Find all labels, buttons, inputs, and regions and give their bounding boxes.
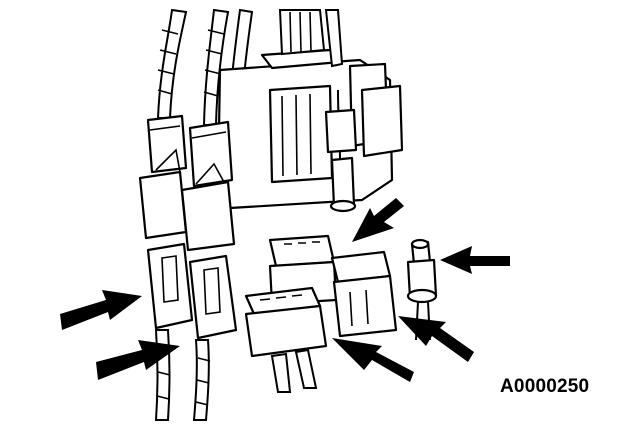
callout-arrow-4 — [440, 246, 510, 274]
pin-plug-lower — [406, 238, 438, 341]
callout-arrow-2 — [96, 340, 180, 380]
callout-arrow-6 — [398, 316, 474, 362]
figure-reference-code: A0000250 — [500, 376, 590, 397]
left-upper-connectors — [138, 114, 236, 252]
sensor-plug-upper — [324, 89, 358, 213]
callout-arrows — [60, 198, 510, 382]
callout-arrow-3 — [352, 198, 404, 242]
center-lower-connectors — [244, 234, 398, 393]
callout-arrow-1 — [60, 290, 142, 330]
callout-arrow-5 — [332, 338, 414, 382]
left-lower-connectors — [146, 242, 238, 421]
